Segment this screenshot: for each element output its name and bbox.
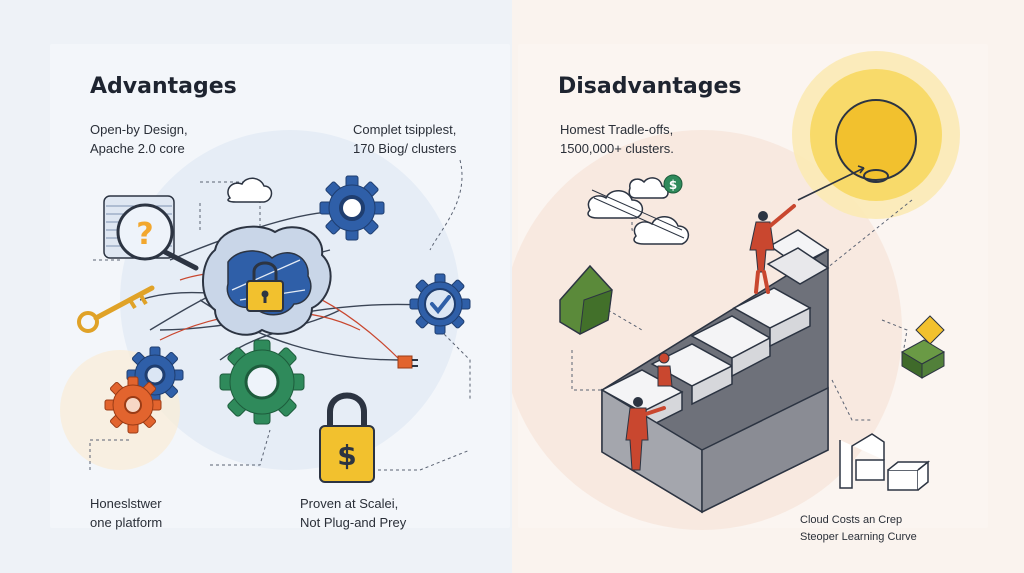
orange-gear-icon xyxy=(104,376,162,434)
clouds-icon xyxy=(587,177,690,245)
advantages-illustration: ? xyxy=(60,130,471,483)
advantages-title: Advantages xyxy=(90,74,237,99)
person-middle-icon xyxy=(657,352,673,387)
dollar-symbol: $ xyxy=(669,178,677,192)
caption-line: Homest Tradle-offs, xyxy=(560,122,674,137)
key-icon xyxy=(77,285,155,333)
advantages-caption-bottom-left: Honeslstwer one platform xyxy=(90,494,162,532)
disadvantages-caption-bottom-right: Cloud Costs an Crep Steoper Learning Cur… xyxy=(800,512,917,546)
advantages-caption-top-left: Open-by Design, Apache 2.0 core xyxy=(90,120,188,158)
caption-line: Apache 2.0 core xyxy=(90,141,185,156)
rain-lines xyxy=(591,189,685,239)
caption-line: one platform xyxy=(90,515,163,530)
advantages-panel: ? xyxy=(60,74,471,532)
caption-line: 1500,000+ clusters. xyxy=(560,141,674,156)
caption-line: Complet tsipplest, xyxy=(353,122,457,137)
stacked-layers-icon xyxy=(900,315,946,379)
person-top-icon xyxy=(749,204,796,294)
staircase-icon xyxy=(600,229,830,514)
small-blue-gear-icon xyxy=(126,346,184,404)
caption-line: Steoper Learning Curve xyxy=(800,531,917,543)
lock-icon xyxy=(246,261,284,312)
disadvantages-illustration: $ xyxy=(512,51,960,530)
caption-line: Honeslstwer xyxy=(90,496,162,511)
green-block-icon xyxy=(559,264,613,335)
cloud-icon xyxy=(227,177,273,203)
dashed-connectors xyxy=(571,180,913,421)
question-mark: ? xyxy=(136,217,153,252)
caption-line: Cloud Costs an Crep xyxy=(800,514,903,526)
dollar-padlock-icon: $ xyxy=(319,392,375,483)
disadvantages-title: Disadvantages xyxy=(558,74,742,99)
caption-line: Open-by Design, xyxy=(90,122,188,137)
advantages-caption-top-right: Complet tsipplest, 170 Biog/ clusters xyxy=(353,120,456,158)
caption-line: 170 Biog/ clusters xyxy=(353,141,457,156)
green-gear-icon xyxy=(219,339,305,425)
disadvantages-caption-top-left: Homest Tradle-offs, 1500,000+ clusters. xyxy=(560,120,674,158)
svg-text:$: $ xyxy=(337,439,356,472)
sun-icon xyxy=(792,51,960,219)
dollar-badge-icon: $ xyxy=(663,174,683,194)
crane-icon xyxy=(839,433,931,491)
plug-icon xyxy=(397,355,418,369)
blue-gear-icon xyxy=(319,175,385,241)
person-bottom-icon xyxy=(625,397,666,471)
reach-line xyxy=(797,167,865,201)
disadvantages-panel: $ xyxy=(512,0,1024,573)
question-magnifier-icon: ? xyxy=(103,195,199,271)
check-gear-icon xyxy=(409,273,471,335)
advantages-caption-bottom-right: Proven at Scalei, Not Plug-and Prey xyxy=(300,494,406,532)
caption-line: Not Plug-and Prey xyxy=(300,515,407,530)
caption-line: Proven at Scalei, xyxy=(300,496,399,511)
